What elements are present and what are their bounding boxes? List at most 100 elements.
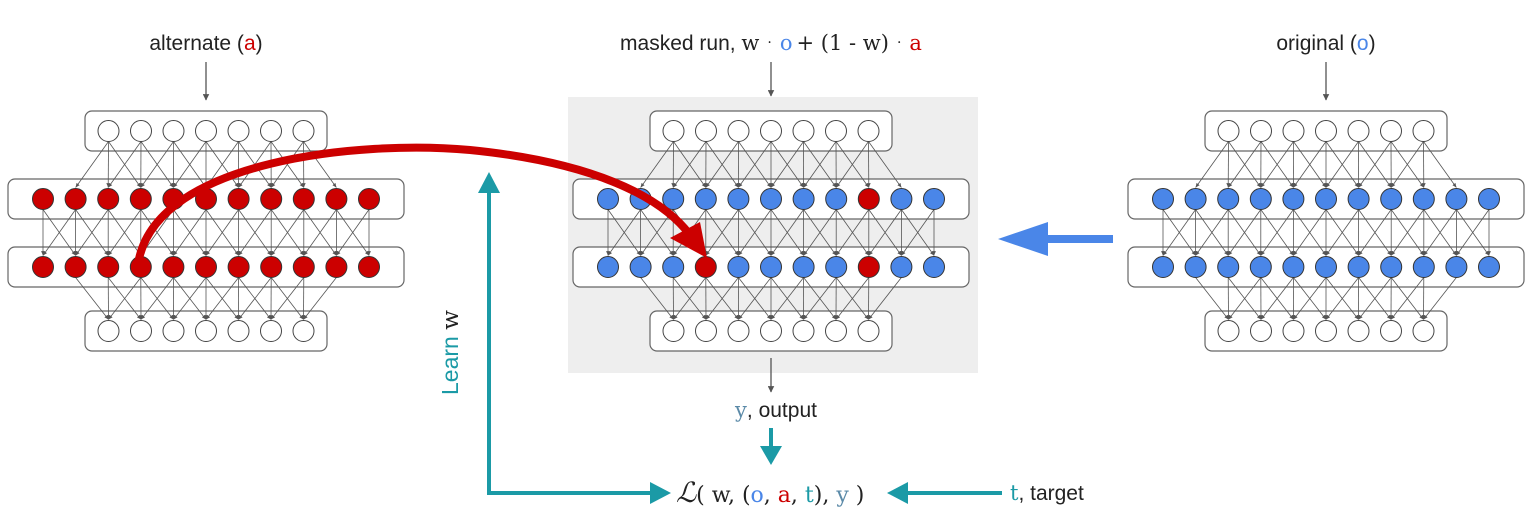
masked-edges xyxy=(606,141,936,320)
masked-hidden1-neuron xyxy=(825,188,848,210)
masked-edge xyxy=(640,141,674,188)
original-hidden1-neuron xyxy=(1152,188,1174,210)
masked-hidden2-neuron xyxy=(727,256,750,278)
original-edge xyxy=(1195,277,1229,320)
masked-edge xyxy=(770,141,804,188)
loss-close: ) xyxy=(849,483,865,508)
original-hidden2-neuron xyxy=(1249,256,1272,278)
learn-text: Learn xyxy=(437,330,463,395)
alternate-var-a: a xyxy=(244,32,256,55)
alternate-output-neuron xyxy=(97,320,120,342)
original-hidden1-neuron xyxy=(1282,188,1305,210)
original-edge xyxy=(1358,277,1392,320)
alternate-label-close: ) xyxy=(256,32,263,55)
masked-edge xyxy=(803,141,837,188)
masked-input-neuron xyxy=(727,120,750,142)
masked-output-neuron xyxy=(857,320,880,342)
learn-w-feedback-path xyxy=(487,190,664,495)
alternate-edge xyxy=(173,209,207,256)
loss-comma1: , xyxy=(764,483,778,508)
masked-run-text: masked run, xyxy=(620,32,741,55)
masked-input-neuron xyxy=(825,120,847,142)
alternate-hidden2-neuron xyxy=(97,256,120,278)
alternate-to-masked-arrowhead xyxy=(670,222,707,258)
masked-output-neuron xyxy=(727,320,750,342)
alternate-hidden2-neuron xyxy=(325,256,348,278)
original-hidden2-neuron xyxy=(1152,256,1174,278)
masked-output-neuron xyxy=(792,320,815,342)
masked-edge xyxy=(673,277,707,320)
alternate-output-neuron xyxy=(162,320,185,342)
original-edge xyxy=(1390,141,1424,188)
alternate-hidden2-neuron xyxy=(195,256,217,278)
masked-input-neuron xyxy=(857,120,880,142)
original-output-neuron xyxy=(1315,320,1337,342)
original-edge xyxy=(1293,277,1327,320)
alternate-input-neuron xyxy=(162,120,185,142)
loss-mid: ), xyxy=(814,483,837,508)
original-hidden2-neuron xyxy=(1217,256,1240,278)
alternate-output-neuron xyxy=(227,320,250,342)
loss-y: y xyxy=(835,483,849,508)
loss-comma2: , xyxy=(791,483,805,508)
masked-input-neuron xyxy=(792,120,815,142)
output-text: , output xyxy=(747,399,817,422)
alternate-hidden2-neuron xyxy=(162,256,185,278)
original-hidden2-neuron xyxy=(1315,256,1337,278)
original-edge xyxy=(1390,277,1425,320)
masked-hidden1-neuron xyxy=(760,188,782,210)
masked-hidden2-neuron xyxy=(890,256,913,278)
alternate-edge xyxy=(238,209,272,256)
masked-run-label: masked run, w·o+ (1 - w)·a xyxy=(620,31,922,55)
alternate-hidden1-neuron xyxy=(227,188,250,210)
original-hidden1-neuron xyxy=(1412,188,1435,210)
original-hidden2-neuron xyxy=(1445,256,1468,278)
original-edge xyxy=(1423,141,1457,188)
original-hidden2-neuron xyxy=(1282,256,1305,278)
original-output-neuron xyxy=(1347,320,1370,342)
masked-edge xyxy=(672,141,707,188)
original-output-neuron xyxy=(1217,320,1240,342)
alternate-input-neuron xyxy=(260,120,282,142)
alternate-edge xyxy=(303,141,337,188)
original-input-neuron xyxy=(1380,120,1402,142)
original-output-neuron xyxy=(1380,320,1402,342)
alternate-edge xyxy=(270,209,305,256)
original-edge xyxy=(1325,277,1359,320)
alternate-edge xyxy=(107,141,142,188)
masked-hidden2-neuron xyxy=(597,256,619,278)
alternate-hidden1-neuron xyxy=(129,188,152,210)
target-to-loss-arrowhead xyxy=(887,482,908,504)
original-label: original (o) xyxy=(1276,32,1375,55)
original-hidden1-neuron xyxy=(1184,188,1207,210)
original-input-neuron xyxy=(1315,120,1337,142)
alternate-edge xyxy=(140,141,174,188)
original-input-neuron xyxy=(1250,120,1272,142)
masked-edge xyxy=(738,141,772,188)
masked-hidden1-neuron xyxy=(792,188,815,210)
masked-edge xyxy=(705,277,739,320)
loss-expression: ℒ( w, (o, a, t), y ) xyxy=(676,476,864,509)
original-edge xyxy=(1162,209,1196,256)
output-label: y, output xyxy=(734,398,817,422)
original-hidden2-neuron xyxy=(1347,256,1370,278)
masked-input-neuron xyxy=(760,120,782,142)
alternate-label-text: alternate ( xyxy=(149,32,244,55)
learn-w-label: Learn w xyxy=(437,310,464,395)
original-network xyxy=(1127,110,1525,352)
original-edges xyxy=(1161,141,1491,320)
masked-edge xyxy=(803,209,837,256)
original-hidden1-neuron xyxy=(1445,188,1468,210)
masked-edge xyxy=(901,209,935,256)
target-text: , target xyxy=(1018,482,1084,505)
original-output-neuron xyxy=(1250,320,1272,342)
masked-edge xyxy=(868,277,902,320)
original-input-neuron xyxy=(1282,120,1305,142)
masked-hidden1-neuron xyxy=(694,188,717,210)
learn-w-arrowhead-up xyxy=(478,172,500,193)
target-var-t: t xyxy=(1010,481,1019,505)
alternate-edge xyxy=(107,209,142,256)
alternate-output-neuron xyxy=(195,320,217,342)
alternate-hidden2-neuron xyxy=(358,256,380,278)
original-edge xyxy=(1456,209,1490,256)
